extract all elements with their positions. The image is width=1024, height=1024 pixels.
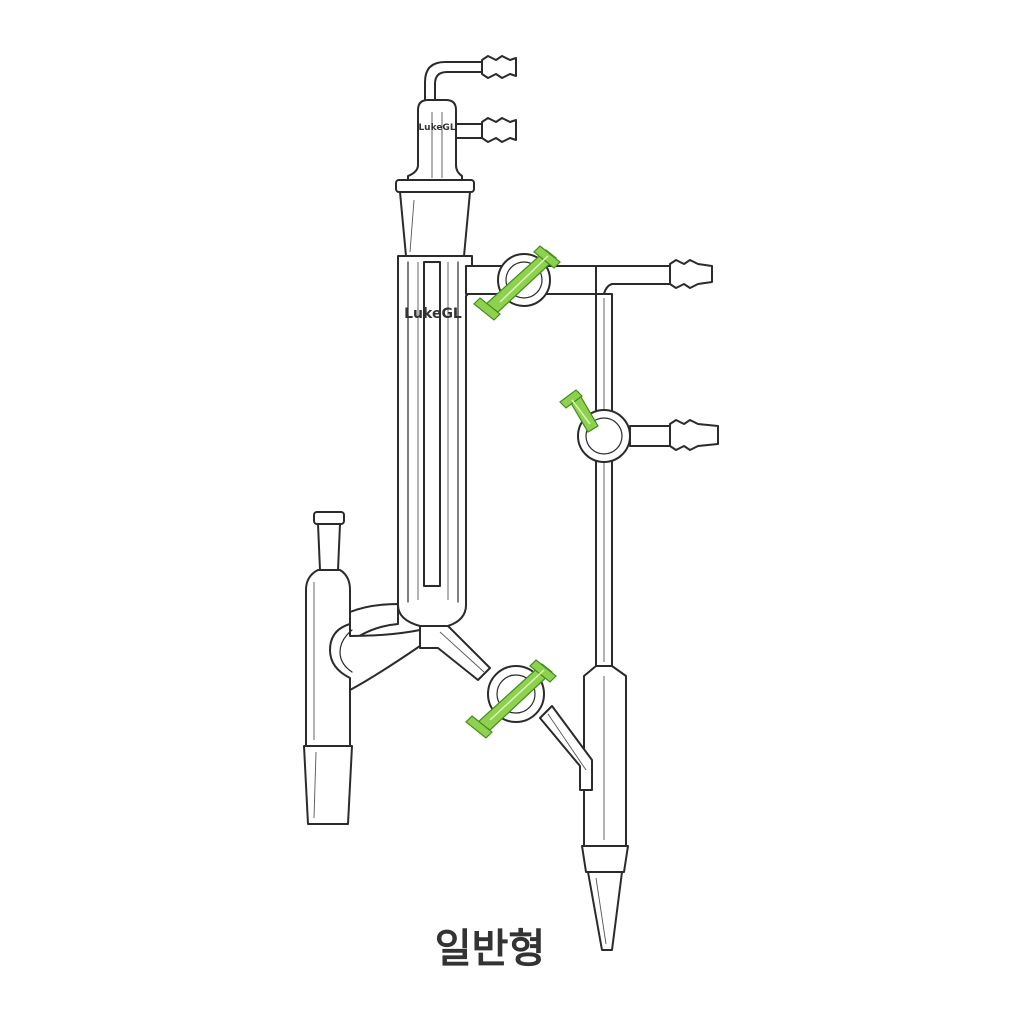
main-logo: LukeGL (404, 306, 462, 322)
upper-side-arm (465, 259, 713, 295)
top-condenser-head: LukeGL (395, 55, 517, 193)
main-column: LukeGL (397, 191, 473, 627)
upper-stopcock (473, 245, 561, 321)
column-connector (329, 603, 421, 691)
diagram-caption: 일반형 (435, 926, 545, 972)
lower-stopcock (465, 659, 557, 739)
right-middle-hose-barb (669, 419, 719, 451)
lower-hose-barb (481, 117, 517, 143)
left-receiver (303, 511, 353, 825)
lower-right-receiver (581, 665, 629, 951)
right-column (595, 293, 719, 667)
right-top-hose-barb (669, 259, 713, 289)
top-logo: LukeGL (418, 123, 455, 133)
middle-stopcock (559, 389, 631, 463)
lower-diagonal-arm (419, 625, 593, 791)
upper-hose-barb (481, 55, 517, 79)
